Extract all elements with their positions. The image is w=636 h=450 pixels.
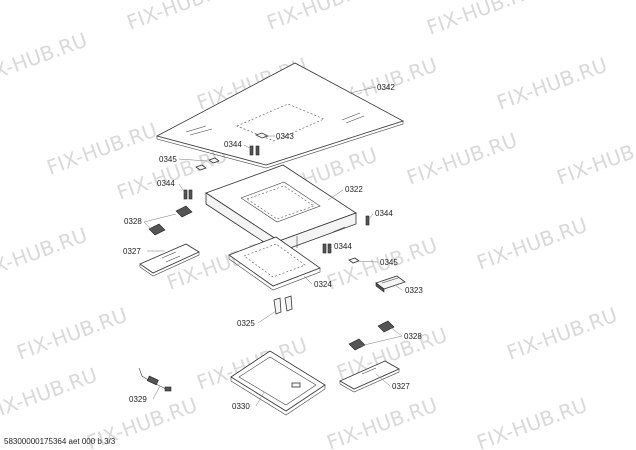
watermark-text: FIX-HUB.RU [424, 0, 541, 40]
part-clip[interactable] [322, 243, 332, 254]
watermark-text: FIX-HUB.RU [14, 303, 131, 365]
part-label-0344[interactable]: 0344 [224, 140, 242, 149]
leader-lines [143, 86, 403, 407]
watermark-text: FIX-HUB.RU [554, 128, 636, 190]
watermark-text: FIX-HUB.RU [404, 128, 521, 190]
watermark-text: FIX-HUB.RU [504, 303, 621, 365]
part-label-0325[interactable]: 0325 [237, 319, 255, 328]
part-label-0322[interactable]: 0322 [345, 185, 363, 194]
watermark-text: FIX-HUB.RU [0, 223, 90, 285]
part-pad[interactable] [195, 157, 220, 171]
part-sensor-module[interactable] [375, 275, 406, 293]
part-label-0327[interactable]: 0327 [392, 382, 410, 391]
part-clip[interactable] [183, 189, 193, 200]
part-label-0324[interactable]: 0324 [314, 280, 332, 289]
part-lower-frame[interactable] [228, 236, 321, 291]
part-label-0330[interactable]: 0330 [232, 402, 250, 411]
part-label-0328[interactable]: 0328 [404, 332, 422, 341]
part-glass-top[interactable] [155, 62, 405, 169]
part-label-0343[interactable]: 0343 [276, 132, 294, 141]
part-labels: 0342 0343 0344 0345 0344 0322 0328 0344 … [123, 83, 423, 411]
part-clip[interactable] [365, 215, 370, 226]
watermark-text: FIX-HUB.RU [474, 213, 591, 275]
part-label-0345[interactable]: 0345 [380, 258, 398, 267]
part-label-0323[interactable]: 0323 [405, 286, 423, 295]
watermark-text: FIX-HUB.RU [0, 28, 90, 90]
part-connector-block[interactable] [148, 205, 193, 236]
part-cable[interactable] [138, 367, 172, 392]
part-bottom-tray[interactable] [230, 350, 326, 416]
part-connector-block[interactable] [348, 320, 395, 351]
watermark-text: FIX-HUB.RU [494, 53, 611, 115]
watermark-text: FIX-HUB.RU [124, 0, 241, 35]
part-control-board[interactable] [139, 243, 200, 277]
watermark-text: FIX-HUB.RU [474, 393, 591, 450]
part-control-board[interactable] [339, 360, 400, 393]
watermark-text: FIX-HUB.RU [324, 393, 441, 450]
part-label-0328[interactable]: 0328 [124, 217, 142, 226]
watermark-text: FIX-HUB.RU [44, 118, 161, 180]
part-label-0344[interactable]: 0344 [334, 242, 352, 251]
part-label-0329[interactable]: 0329 [129, 395, 147, 404]
watermark-text: FIX-HUB.RU [0, 363, 100, 425]
part-bracket[interactable] [273, 295, 293, 315]
part-label-0345[interactable]: 0345 [159, 155, 177, 164]
part-label-0342[interactable]: 0342 [377, 83, 395, 92]
part-label-0344[interactable]: 0344 [375, 209, 393, 218]
document-reference: 58300000175364 aet 000 b 3/3 [4, 437, 116, 446]
part-label-0327[interactable]: 0327 [123, 247, 141, 256]
part-label-0344[interactable]: 0344 [157, 179, 175, 188]
part-main-frame[interactable] [205, 164, 357, 253]
watermark-text: FIX-HUB.RU [264, 0, 381, 35]
part-clip[interactable] [249, 145, 260, 156]
